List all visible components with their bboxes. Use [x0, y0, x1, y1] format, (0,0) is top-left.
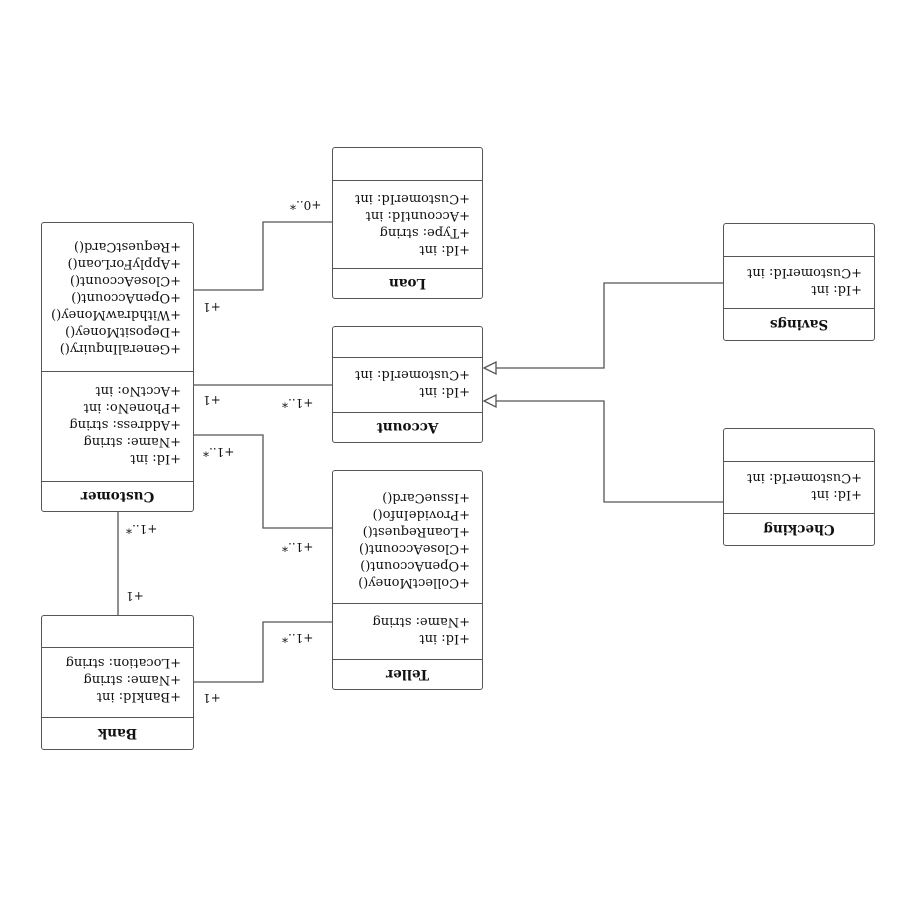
class-checking: Checking +Id: int +CustomerId: int — [723, 428, 875, 546]
attribute: +CustomerId: int — [747, 265, 862, 280]
attribute: +Name: string — [83, 672, 181, 687]
multiplicity-label: +1 — [203, 691, 221, 705]
association-customer-loan — [194, 221, 332, 291]
operation: +CloseAccount() — [69, 273, 181, 288]
attribute: +Id: int — [419, 384, 470, 399]
class-account: Account +Id: int +CustomerId: int — [332, 326, 483, 443]
operation: +GeneralInquiry() — [59, 341, 181, 356]
class-name: Loan — [333, 268, 482, 298]
operation: +RequestCard() — [73, 239, 181, 254]
multiplicity-label: +1..* — [126, 522, 158, 536]
attribute: +Name: string — [83, 434, 181, 449]
operation: +CollectMoney() — [358, 575, 470, 590]
class-name: Bank — [42, 717, 193, 749]
class-name: Teller — [333, 659, 482, 689]
operation: +OpenAccount() — [360, 558, 470, 573]
operation: +IssueCard() — [382, 490, 470, 505]
class-bank: Bank +BankId: int +Name: string +Locatio… — [41, 615, 194, 750]
multiplicity-label: +1..* — [282, 631, 314, 645]
attributes-compartment: +BankId: int +Name: string +Location: st… — [42, 647, 193, 717]
operation: +OpenAccount() — [71, 290, 181, 305]
attributes-compartment: +Id: int +Name: string +Address: string … — [42, 371, 193, 481]
attribute: +CustomerId: int — [747, 470, 862, 485]
class-name: Checking — [724, 513, 874, 545]
multiplicity-label: +1 — [126, 589, 144, 603]
multiplicity-label: +1 — [203, 393, 221, 407]
operations-compartment: +CollectMoney() +OpenAccount() +CloseAcc… — [333, 471, 482, 603]
operations-compartment — [333, 327, 482, 357]
attribute: +Id: int — [130, 451, 181, 466]
multiplicity-label: +1..* — [282, 396, 314, 410]
operation: +ApplyForLoan() — [67, 256, 181, 271]
multiplicity-label: +1..* — [282, 540, 314, 554]
generalization-arrow-savings — [482, 360, 497, 376]
attribute: +Id: int — [419, 631, 470, 646]
attribute: +Id: int — [419, 242, 470, 257]
attribute: +CustomerId: int — [355, 367, 470, 382]
class-name: Savings — [724, 308, 874, 340]
attribute: +Id: int — [811, 487, 862, 502]
class-savings: Savings +Id: int +CustomerId: int — [723, 223, 875, 341]
operation: +DepositMoney() — [65, 324, 181, 339]
operations-compartment — [333, 148, 482, 180]
generalization-savings-account — [496, 282, 723, 369]
operation: +CloseAccount() — [358, 541, 470, 556]
attribute: +PhoneNo: int — [83, 400, 181, 415]
class-name: Account — [333, 412, 482, 442]
attribute: +Type: string — [379, 225, 470, 240]
attributes-compartment: +Id: int +CustomerId: int — [724, 256, 874, 308]
generalization-checking-account — [496, 400, 723, 503]
operations-compartment — [724, 224, 874, 256]
attributes-compartment: +Id: int +CustomerId: int — [724, 461, 874, 513]
attributes-compartment: +Id: int +CustomerId: int — [333, 357, 482, 412]
class-name: Customer — [42, 481, 193, 511]
attribute: +AccountId: int — [365, 208, 470, 223]
operation: +LoanRequest() — [362, 524, 470, 539]
attributes-compartment: +Id: int +Type: string +AccountId: int +… — [333, 180, 482, 268]
attribute: +Location: string — [65, 655, 181, 670]
operations-compartment — [724, 429, 874, 461]
attribute: +BankId: int — [96, 689, 181, 704]
operations-compartment: +GeneralInquiry() +DepositMoney() +Withd… — [42, 221, 193, 371]
operations-compartment — [42, 616, 193, 647]
association-customer-teller — [194, 434, 332, 529]
association-bank-teller — [194, 621, 332, 683]
attribute: +Id: int — [811, 282, 862, 297]
class-loan: Loan +Id: int +Type: string +AccountId: … — [332, 147, 483, 299]
attribute: +Address: string — [69, 417, 181, 432]
operation: +ProvideInfo() — [372, 507, 471, 522]
generalization-arrow-checking — [482, 393, 497, 409]
multiplicity-label: +0..* — [290, 198, 322, 212]
attribute: +AcctNo: int — [95, 383, 181, 398]
multiplicity-label: +1 — [203, 300, 221, 314]
attribute: +CustomerId: int — [355, 191, 470, 206]
class-customer: Customer +Id: int +Name: string +Address… — [41, 222, 194, 512]
class-teller: Teller +Id: int +Name: string +CollectMo… — [332, 470, 483, 690]
attributes-compartment: +Id: int +Name: string — [333, 603, 482, 659]
attribute: +Name: string — [372, 614, 470, 629]
multiplicity-label: +1..* — [203, 445, 235, 459]
operation: +WithdrawMoney() — [51, 307, 181, 322]
